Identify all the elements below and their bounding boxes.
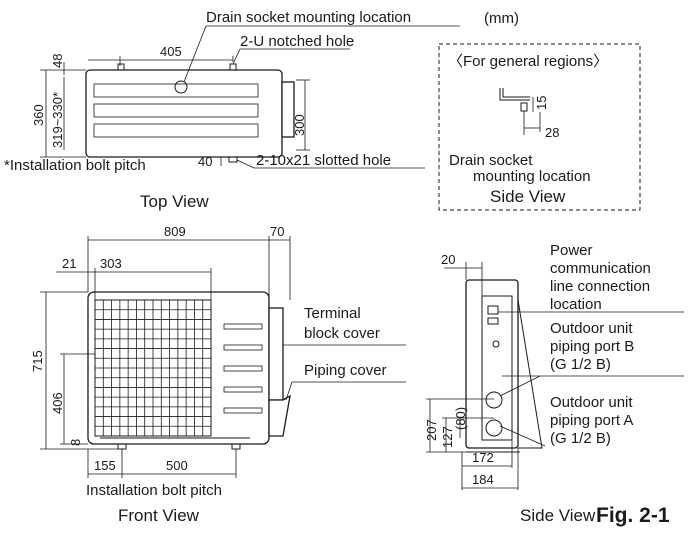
terminal-cover-label-2: block cover: [304, 325, 380, 342]
dim-80-label: (80): [453, 407, 468, 430]
dim-48-label: 48: [50, 54, 65, 68]
power-connection-box-2: [487, 317, 499, 325]
foot-left: [117, 443, 127, 450]
inset-dim-15-label: 15: [534, 96, 549, 110]
side-piping-cover: [517, 299, 543, 449]
dim-8-label: 8: [68, 439, 83, 446]
port-b-label-3: (G 1/2 B): [550, 356, 611, 373]
dim-809-label: 809: [164, 224, 186, 239]
dim-40-label: 40: [198, 154, 212, 169]
port-a-leader: [499, 425, 546, 447]
piping-cover: [268, 394, 291, 437]
port-a-label-3: (G 1/2 B): [550, 430, 611, 447]
dim-70-label: 70: [270, 224, 284, 239]
inset-dashed-frame: [438, 43, 641, 211]
power-label-2: communication: [550, 260, 651, 277]
slotted-hole-label: 2-10x21 slotted hole: [256, 152, 391, 169]
bolt-pitch-note: *Installation bolt pitch: [4, 157, 146, 174]
dim-405-label: 405: [160, 44, 182, 59]
top-view-unit-body: [85, 69, 283, 158]
drain-leader: [183, 25, 207, 83]
dim-715-label: 715: [30, 350, 45, 372]
notched-leader: [232, 48, 241, 65]
top-view-caption: Top View: [140, 192, 209, 211]
power-connection-box: [487, 305, 499, 315]
port-a-label-2: piping port A: [550, 412, 633, 429]
louver-1: [223, 323, 263, 330]
port-b-label-2: piping port B: [550, 338, 634, 355]
port-b-leader: [499, 375, 541, 397]
louver-5: [223, 407, 263, 414]
piping-cover-label: Piping cover: [304, 362, 387, 379]
power-label-1: Power: [550, 242, 593, 259]
louver-4: [223, 386, 263, 393]
side-fastener: [492, 340, 500, 348]
terminal-cover-label-1: Terminal: [304, 305, 361, 322]
front-louvers: [223, 323, 263, 414]
port-b-label-1: Outdoor unit: [550, 320, 633, 337]
slotted-leader: [236, 159, 255, 169]
dim-127-label: 127: [440, 426, 455, 448]
dim-155-label: 155: [94, 458, 116, 473]
dim-172-label: 172: [472, 450, 494, 465]
power-label-4: location: [550, 296, 602, 313]
terminal-block-cover: [268, 307, 284, 401]
side-view-inset: 〈For general regions〉 15 28 Drain socket…: [438, 43, 641, 211]
port-a-fitting: [485, 419, 503, 437]
inset-caption: Side View: [490, 187, 566, 206]
dim-184-label: 184: [472, 472, 494, 487]
front-bolt-pitch-label: Installation bolt pitch: [86, 482, 222, 499]
inset-corner-inner: [502, 88, 530, 98]
dim-300-label: 300: [292, 114, 307, 136]
top-view-grille-2: [93, 103, 259, 118]
inset-drain-label-2: mounting location: [473, 168, 591, 185]
louver-3: [223, 365, 263, 372]
top-view: Drain socket mounting location 2-U notch…: [4, 9, 460, 211]
louver-2: [223, 344, 263, 351]
figure-label: Fig. 2-1: [596, 504, 670, 527]
side-unit-body: [465, 279, 519, 449]
dim-360-label: 360: [31, 104, 46, 126]
notched-hole-left: [117, 63, 125, 70]
top-view-piping-cover: [281, 81, 295, 138]
fan-grille: [94, 299, 212, 437]
side-view-caption: Side View: [520, 506, 596, 525]
dim-20-label: 20: [441, 252, 455, 267]
notched-hole-right: [229, 63, 237, 70]
inset-corner-outline: [499, 88, 530, 101]
notched-hole-label: 2-U notched hole: [240, 33, 354, 50]
unit-label: (mm): [484, 10, 519, 27]
dim-303-label: 303: [100, 256, 122, 271]
piping-cover-leader: [285, 381, 293, 401]
inset-drain-socket: [520, 102, 528, 112]
dim-207-label: 207: [424, 419, 439, 441]
inset-dim-28-label: 28: [545, 125, 559, 140]
front-view: 809 70 21 303 715 406 8 155 500 Installa…: [30, 224, 406, 525]
front-view-caption: Front View: [118, 506, 200, 525]
dim-406-label: 406: [50, 392, 65, 414]
dim-bolt-range-label: 319~330*: [50, 92, 65, 148]
drain-socket-label: Drain socket mounting location: [206, 9, 411, 26]
slotted-hole-mark: [228, 156, 238, 163]
side-view: 20 207 127 (80) 172 184 Power communicat…: [424, 242, 684, 525]
top-view-grille-3: [93, 123, 259, 138]
dim-21-label: 21: [62, 256, 76, 271]
power-label-3: line connection: [550, 278, 650, 295]
inset-drain-label-1: Drain socket: [449, 152, 533, 169]
dim-500-label: 500: [166, 458, 188, 473]
inset-region-label: 〈For general regions〉: [448, 53, 608, 70]
port-a-label-1: Outdoor unit: [550, 394, 633, 411]
foot-right: [231, 443, 241, 450]
side-unit-inner-panel: [481, 295, 513, 441]
port-b-fitting: [485, 391, 503, 409]
drain-socket-mark: [174, 80, 188, 94]
